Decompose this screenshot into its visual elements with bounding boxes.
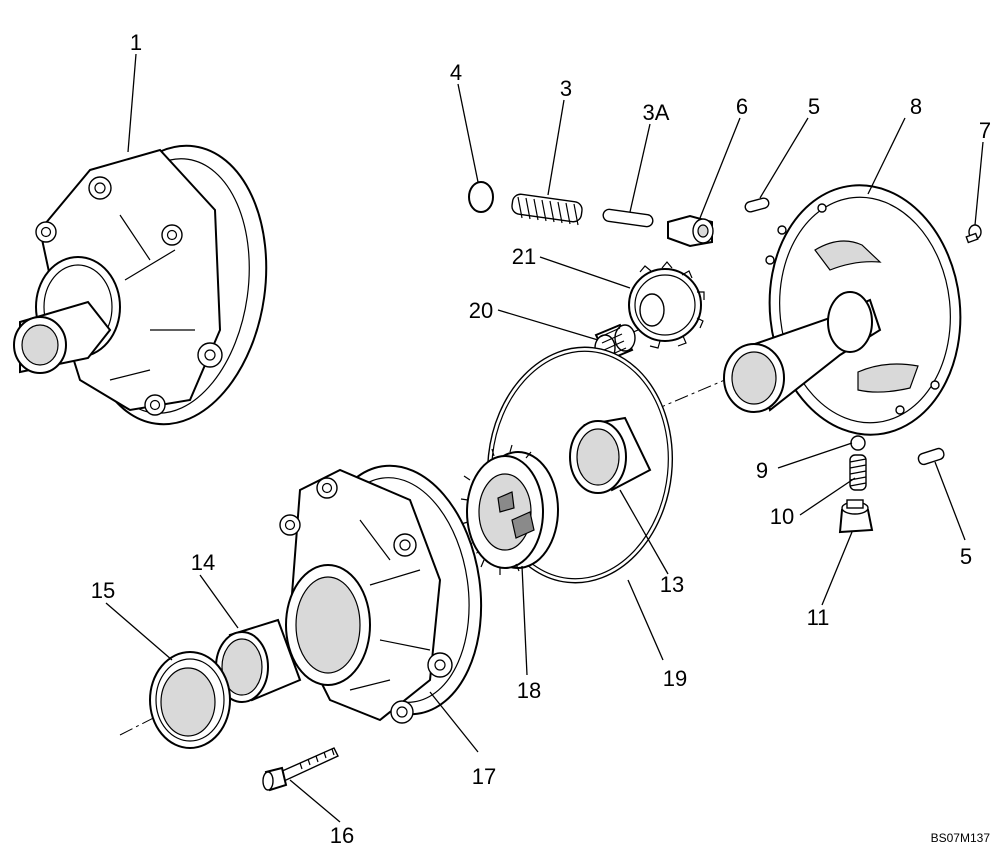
part-9-ball — [850, 435, 866, 451]
part-8-stator-shaft — [723, 184, 962, 436]
part-16-bolt — [262, 747, 339, 792]
callout-17: 17 — [472, 764, 496, 789]
callout-3: 3 — [560, 76, 572, 101]
callout-7: 7 — [979, 118, 991, 143]
callout-13: 13 — [660, 572, 684, 597]
callout-18: 18 — [517, 678, 541, 703]
part-10-spring — [849, 454, 867, 491]
callout-14: 14 — [191, 550, 215, 575]
callout-11: 11 — [807, 605, 830, 630]
reference-code: BS07M137 — [931, 831, 991, 845]
callout-21: 21 — [512, 244, 536, 269]
part-1-pump-housing — [13, 144, 268, 426]
callout-1: 1 — [130, 30, 142, 55]
part-13-bushing — [569, 416, 652, 494]
callout-labels: 1 4 3 3A 6 5 8 7 21 20 9 10 5 11 13 19 1… — [91, 30, 991, 848]
callout-4: 4 — [450, 60, 462, 85]
part-6-plug — [667, 214, 714, 248]
callout-16: 16 — [330, 823, 354, 848]
part-5-dowel-lower — [917, 447, 945, 466]
callout-10: 10 — [770, 504, 794, 529]
part-4-disc — [468, 181, 494, 213]
part-17-pump-housing — [279, 464, 483, 724]
callout-5-lower: 5 — [960, 544, 972, 569]
leader-lines — [105, 53, 984, 823]
part-5-dowel-upper — [744, 197, 770, 213]
callout-6: 6 — [736, 94, 748, 119]
part-11-plug — [838, 499, 874, 534]
part-18-ring-gear — [460, 444, 559, 575]
callout-8: 8 — [910, 94, 922, 119]
callout-5-upper: 5 — [808, 94, 820, 119]
callout-20: 20 — [469, 298, 493, 323]
callout-3a: 3A — [643, 100, 670, 125]
callout-19: 19 — [663, 666, 687, 691]
part-3-spring — [511, 193, 583, 226]
part-7-screw — [965, 224, 982, 244]
part-3a-pin — [602, 208, 654, 228]
callout-9: 9 — [756, 458, 768, 483]
part-21-gear — [627, 261, 705, 349]
callout-15: 15 — [91, 578, 115, 603]
part-15-seal — [149, 651, 231, 749]
